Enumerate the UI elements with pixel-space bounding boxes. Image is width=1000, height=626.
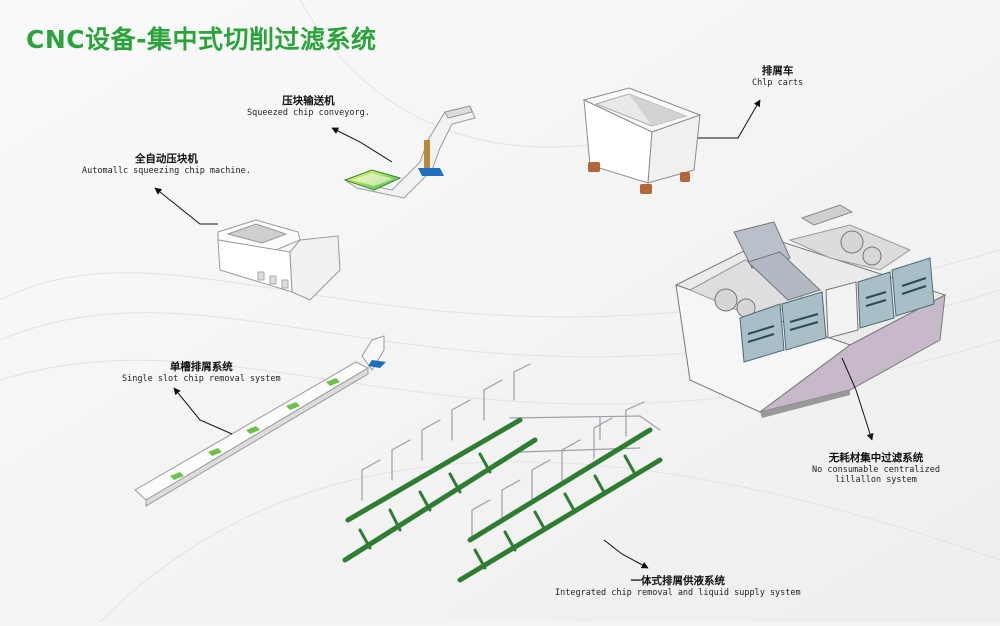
filter-system-label-cn: 无耗材集中过滤系统 xyxy=(828,452,924,464)
filter-system-illustration xyxy=(674,204,947,418)
filter-system-label: 无耗材集中过滤系统 No consumable centralized lill… xyxy=(812,452,940,485)
callout-arrows xyxy=(154,99,874,569)
single-slot-label: 单槽排屑系统 Single slot chip removal system xyxy=(122,361,281,384)
conveyor-illustration xyxy=(343,105,476,199)
integrated-system-label-cn: 一体式排屑供液系统 xyxy=(630,575,726,587)
integrated-system-label-en: Integrated chip removal and liquid suppl… xyxy=(555,587,801,598)
single-slot-label-cn: 单槽排屑系统 xyxy=(169,361,233,373)
page-title: CNC设备-集中式切削过滤系统 xyxy=(26,25,377,54)
chip-cart-illustration xyxy=(582,87,702,194)
squeezer-label-en: Automallc squeezing chip machine. xyxy=(82,165,251,176)
conveyor-label-en: Squeezed chip conveyorg. xyxy=(247,107,370,118)
chip-cart-label: 排屑车 Chlp carts xyxy=(752,65,803,88)
filter-system-label-en2: lillallon system xyxy=(835,474,917,485)
single-slot-label-en: Single slot chip removal system xyxy=(122,373,281,384)
integrated-piping-illustration xyxy=(342,363,663,583)
squeezer-label-cn: 全自动压块机 xyxy=(134,153,198,165)
integrated-system-label: 一体式排屑供液系统 Integrated chip removal and li… xyxy=(555,575,801,598)
single-slot-illustration xyxy=(134,335,386,507)
chip-cart-label-cn: 排屑车 xyxy=(761,65,794,77)
chip-cart-label-en: Chlp carts xyxy=(752,77,804,88)
squeezer-illustration xyxy=(217,219,341,301)
conveyor-label-cn: 压块输送机 xyxy=(282,95,335,107)
conveyor-label: 压块输送机 Squeezed chip conveyorg. xyxy=(247,95,370,118)
filter-system-label-en: No consumable centralized xyxy=(812,464,940,475)
squeezer-label: 全自动压块机 Automallc squeezing chip machine. xyxy=(82,153,251,176)
